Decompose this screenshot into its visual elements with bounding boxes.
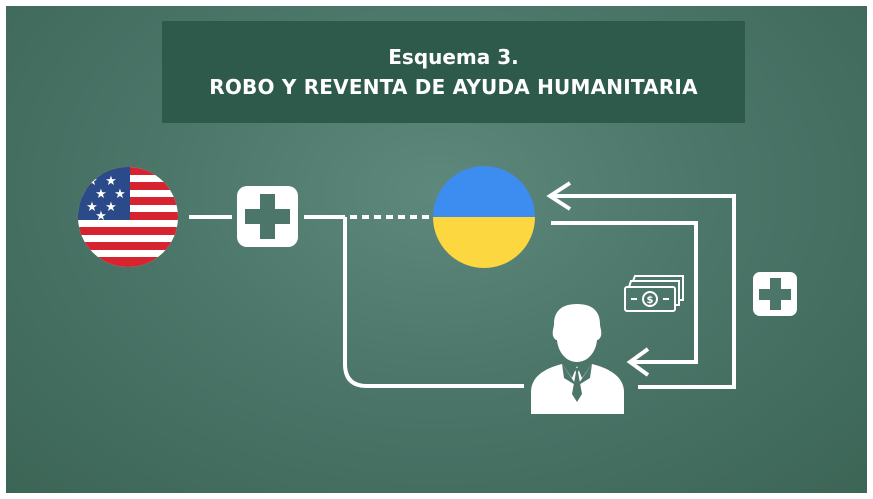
medical-cross-icon xyxy=(237,186,298,247)
diagram-title-line1: Esquema 3. xyxy=(388,45,519,69)
svg-text:$: $ xyxy=(647,295,654,306)
svg-text:★: ★ xyxy=(105,200,117,215)
svg-text:★: ★ xyxy=(114,187,126,202)
resale-flow-line xyxy=(550,194,736,389)
title-box: Esquema 3. ROBO Y REVENTA DE AYUDA HUMAN… xyxy=(162,21,745,123)
usa-flag-icon: ★★ ★★ ★★ ★ xyxy=(78,167,178,267)
connector-aid-intermediary xyxy=(343,217,524,388)
resale-arrowhead xyxy=(546,181,572,211)
money-bill-icon: $ xyxy=(624,275,684,312)
svg-text:★: ★ xyxy=(105,174,117,189)
diagram-title-line2: ROBO Y REVENTA DE AYUDA HUMANITARIA xyxy=(209,75,698,99)
businessman-icon xyxy=(531,304,624,414)
payment-flow-line xyxy=(551,221,698,364)
svg-text:★: ★ xyxy=(95,187,107,202)
flow-diagram: ★★ ★★ ★★ ★ xyxy=(78,166,797,414)
resold-aid-cross-icon xyxy=(753,272,797,316)
diagram-board: Esquema 3. ROBO Y REVENTA DE AYUDA HUMAN… xyxy=(6,6,867,493)
svg-text:★: ★ xyxy=(86,200,98,215)
payment-arrowhead xyxy=(626,347,650,377)
svg-text:★: ★ xyxy=(95,209,107,224)
ukraine-flag-icon xyxy=(433,166,535,268)
